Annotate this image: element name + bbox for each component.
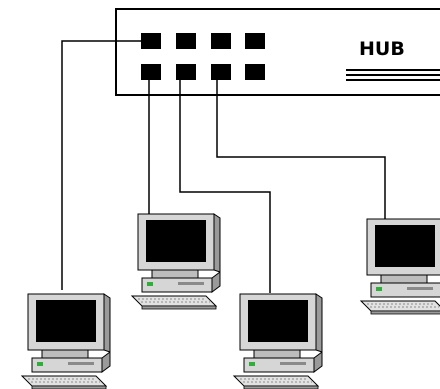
computer-icon — [131, 213, 221, 310]
hub-speed-lines — [346, 69, 440, 81]
hub-port-6 — [176, 64, 196, 80]
hub-port-4 — [245, 33, 265, 49]
computer-icon — [21, 293, 111, 389]
hub-icon: HUB — [115, 8, 440, 96]
network-cable — [61, 40, 141, 290]
network-cables — [61, 40, 386, 293]
network-cable — [216, 80, 386, 219]
hub-port-7 — [211, 64, 231, 80]
hub-port-5 — [141, 64, 161, 80]
network-cable — [179, 80, 271, 293]
hub-port-3 — [211, 33, 231, 49]
computer-icon — [360, 218, 440, 315]
hub-ports — [141, 33, 265, 80]
hub-port-2 — [176, 33, 196, 49]
hub-port-1 — [141, 33, 161, 49]
computer-icon — [233, 293, 323, 389]
hub-label: HUB — [359, 38, 405, 60]
hub-port-8 — [245, 64, 265, 80]
